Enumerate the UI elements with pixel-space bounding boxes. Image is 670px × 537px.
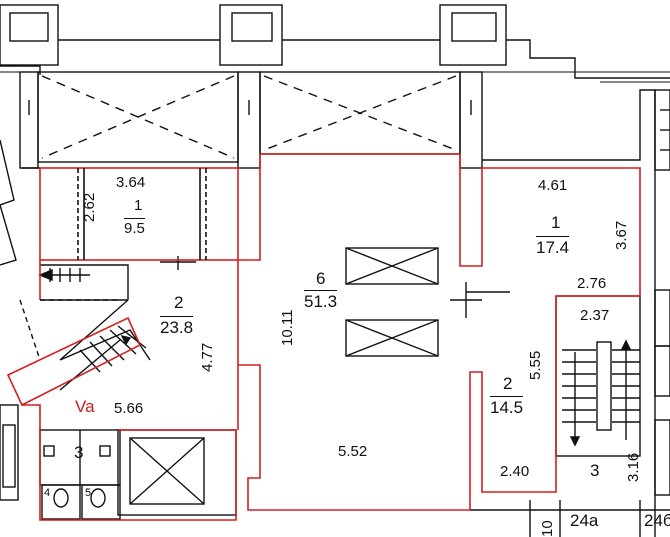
red-boundaries [6, 153, 641, 521]
sw-arrow-down [569, 436, 581, 447]
pilaster-top-mid [219, 4, 283, 66]
stair-left-frame [40, 264, 129, 300]
wc-room-4 [41, 484, 81, 520]
dim-2-40: 2.40 [500, 463, 530, 480]
left-lower-cell-inner [2, 424, 16, 488]
sw-arrow-up [620, 339, 632, 350]
walls [0, 4, 670, 537]
left-sawtooth [0, 139, 17, 266]
boundary-room-6-top [238, 153, 641, 297]
stair-left-arrow [38, 268, 53, 282]
room-2-right-number: 2 [503, 374, 513, 393]
room-4-label: 4 [44, 487, 51, 499]
boundary-room-2-lower [22, 404, 237, 521]
stair-step-a [79, 349, 101, 373]
dim-5-52: 5.52 [338, 443, 368, 460]
loggia-left-x2 [41, 75, 235, 159]
vent-2-a [345, 319, 393, 339]
stair-arrow-2 [120, 334, 132, 346]
room-3-stair-number: 3 [590, 461, 600, 480]
wc-sink-1 [43, 445, 55, 457]
column-right [459, 71, 483, 169]
dim-2-62: 2.62 [81, 192, 98, 222]
room-1-right-area: 17.4 [536, 236, 570, 257]
wc-sink-2 [99, 445, 111, 457]
loggia-mid-x2 [263, 75, 457, 151]
vent-1-b [345, 265, 393, 285]
boundary-room-1-left [39, 167, 239, 261]
dim-2-37: 2.37 [580, 307, 610, 324]
elevator-x2 [129, 437, 205, 505]
room-6-area: 51.3 [304, 290, 338, 311]
room-6-number: 6 [316, 269, 326, 288]
toilet-5 [90, 488, 106, 508]
neighbour-24b: 24б [644, 511, 670, 530]
right-edge-cell-1 [654, 289, 670, 347]
stair-rail [59, 339, 121, 391]
wc-room-5 [81, 484, 121, 520]
pilaster-top-right [439, 4, 507, 66]
dim-3-16: 3.16 [625, 452, 642, 482]
dim-2-76: 2.76 [577, 275, 607, 292]
right-edge-cell-3 [654, 419, 670, 496]
room-2-number: 2 [174, 293, 184, 312]
right-edge-stair [654, 89, 670, 171]
dim-3-67: 3.67 [613, 220, 630, 250]
dim-4-77: 4.77 [199, 342, 216, 372]
pilaster-top-left-inner [9, 12, 49, 42]
room-2-area: 23.8 [160, 316, 194, 337]
dim-10-11: 10.11 [279, 309, 296, 346]
room-2-right-area: 14.5 [490, 396, 524, 417]
left-lower-cell [0, 404, 19, 501]
stair-step-e [117, 325, 147, 349]
vent-1-a [345, 247, 393, 267]
room-5-label: 5 [85, 487, 92, 499]
room-1-right-number: 1 [551, 213, 561, 232]
dim-3-64: 3.64 [116, 174, 146, 191]
pilaster-top-right-inner [451, 12, 497, 42]
boundary-room-6-bottom [238, 296, 557, 511]
vent-1 [345, 247, 439, 285]
toilet-4 [53, 488, 69, 508]
facade-line-3 [506, 39, 670, 79]
stair-step-b [89, 341, 113, 367]
room-3-wc-number: 3 [74, 443, 84, 462]
vent-2-d [391, 337, 439, 357]
elevator-shaft [129, 437, 205, 505]
room-1-left-number: 1 [134, 197, 143, 214]
column-left [19, 71, 39, 169]
dim-5-55: 5.55 [527, 350, 544, 380]
loggia-left [37, 71, 239, 163]
pilaster-top-mid-inner [231, 12, 273, 42]
boundary-stair-flight [6, 316, 142, 407]
dim-5-66: 5.66 [114, 400, 144, 417]
vent-2 [345, 319, 439, 357]
vent-1-d [391, 265, 439, 285]
stair-left-flight [59, 299, 151, 361]
right-edge-cell-2 [654, 345, 670, 397]
vent-2-c [391, 319, 439, 339]
section-label-va: Va [75, 397, 95, 416]
neighbour-10: 10 [539, 520, 556, 537]
dash-left-1 [19, 299, 41, 361]
vent-2-b [345, 337, 393, 357]
pilaster-top-left [0, 4, 59, 66]
dim-4-61: 4.61 [538, 177, 568, 194]
room-1-left-area: 9.5 [124, 218, 145, 237]
neighbour-24a: 24a [570, 511, 599, 530]
vent-1-c [391, 247, 439, 267]
column-mid [237, 71, 261, 169]
sw-well [596, 341, 612, 431]
right-block-wall [482, 89, 656, 537]
